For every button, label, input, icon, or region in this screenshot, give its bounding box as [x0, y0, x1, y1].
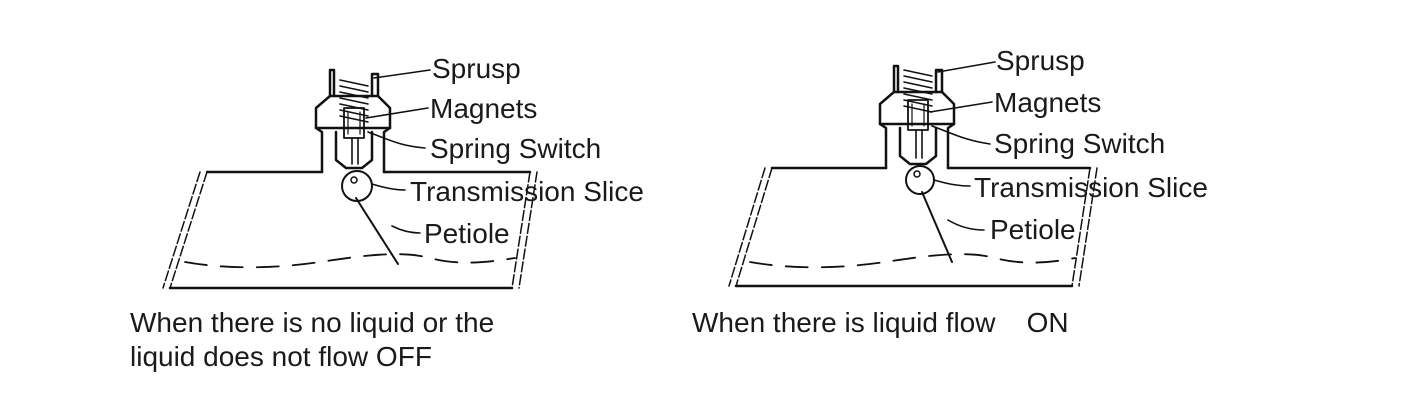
- petiole-line: [921, 191, 953, 263]
- leader-transmission-slice: [933, 179, 971, 187]
- label-petiole: Petiole: [424, 218, 510, 249]
- pipe-right-end: [511, 171, 538, 289]
- leader-magnets: [365, 107, 429, 119]
- leader-spring-switch: [367, 131, 426, 149]
- diagram-no-flow-off: Sprusp Magnets Spring Switch Transmissio…: [0, 0, 700, 420]
- label-petiole: Petiole: [990, 214, 1076, 245]
- switch-housing: [878, 64, 900, 170]
- liquid-surface: [749, 253, 1076, 269]
- label-spring-switch: Spring Switch: [430, 133, 602, 164]
- spring-coil: [903, 69, 933, 113]
- label-sprusp: Sprusp: [996, 45, 1085, 76]
- label-transmission-slice: Transmission Slice: [410, 176, 644, 207]
- caption-off: When there is no liquid or the liquid do…: [130, 306, 494, 374]
- caption-off-line-1: When there is no liquid or the: [130, 307, 495, 338]
- magnet-block: [343, 107, 365, 139]
- magnet-block: [907, 99, 929, 131]
- label-magnets: Magnets: [430, 93, 538, 124]
- label-spring-switch: Spring Switch: [994, 128, 1166, 159]
- transmission-slice-circle: [341, 170, 373, 202]
- leader-petiole: [391, 225, 421, 234]
- leader-transmission-slice: [371, 183, 406, 191]
- leader-spring-switch: [931, 125, 991, 145]
- flow-switch-drawing-on: [728, 61, 1098, 288]
- leader-magnets: [929, 101, 993, 113]
- label-sprusp: Sprusp: [432, 53, 521, 84]
- leader-sprusp: [373, 69, 431, 79]
- liquid-surface: [184, 253, 516, 269]
- flow-switch-drawing-off: [162, 68, 538, 290]
- pipe-left-end: [162, 171, 208, 289]
- caption-on: When there is liquid flow ON: [692, 306, 1069, 340]
- pipe-right-end: [1071, 167, 1098, 287]
- spring-coil: [339, 79, 369, 123]
- leader-sprusp: [937, 61, 996, 73]
- diagram-flow-on: Sprusp Magnets Spring Switch Transmissio…: [560, 0, 1260, 420]
- label-transmission-slice: Transmission Slice: [974, 172, 1208, 203]
- transmission-slice-circle: [905, 165, 935, 195]
- label-magnets: Magnets: [994, 87, 1102, 118]
- petiole-line: [355, 197, 399, 265]
- caption-on-line-1: When there is liquid flow ON: [692, 307, 1069, 338]
- leader-petiole: [947, 219, 985, 231]
- caption-off-line-2: liquid does not flow OFF: [130, 341, 432, 372]
- switch-housing: [314, 68, 336, 174]
- pipe-left-end: [728, 167, 773, 287]
